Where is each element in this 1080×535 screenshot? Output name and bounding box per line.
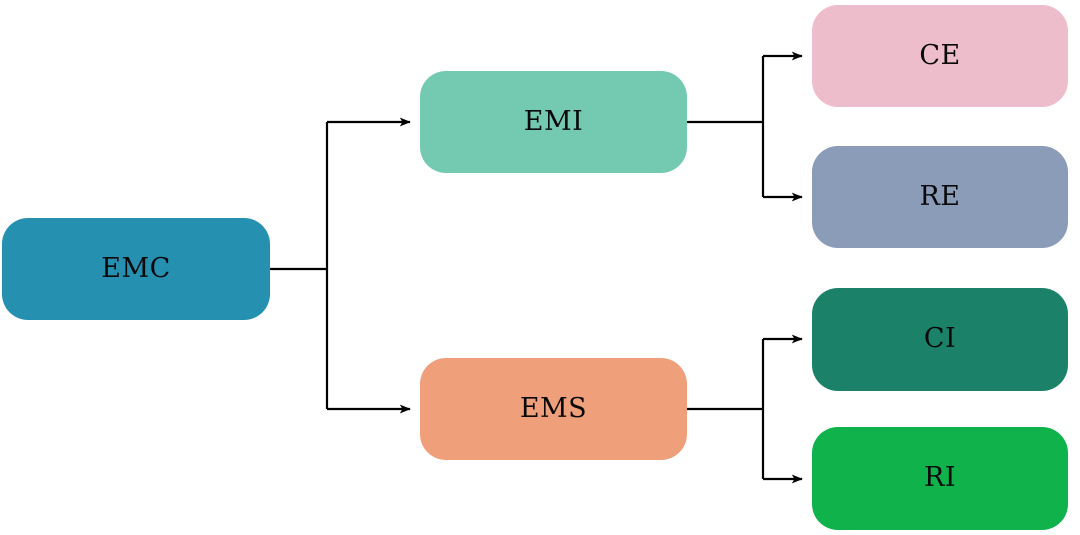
node-ri-label: RI: [924, 462, 956, 493]
node-emc-label: EMC: [101, 252, 171, 284]
node-ri[interactable]: RI: [812, 427, 1068, 530]
node-ce-label: CE: [919, 39, 961, 71]
node-re-label: RE: [919, 180, 961, 212]
node-re[interactable]: RE: [812, 146, 1068, 248]
node-ems[interactable]: EMS: [420, 358, 687, 460]
node-ci-label: CI: [923, 323, 957, 354]
node-ce[interactable]: CE: [812, 5, 1068, 107]
node-emi-label: EMI: [523, 105, 584, 137]
node-ci[interactable]: CI: [812, 288, 1068, 391]
node-emi[interactable]: EMI: [420, 71, 687, 173]
node-emc[interactable]: EMC: [2, 218, 270, 320]
node-ems-label: EMS: [519, 392, 588, 424]
